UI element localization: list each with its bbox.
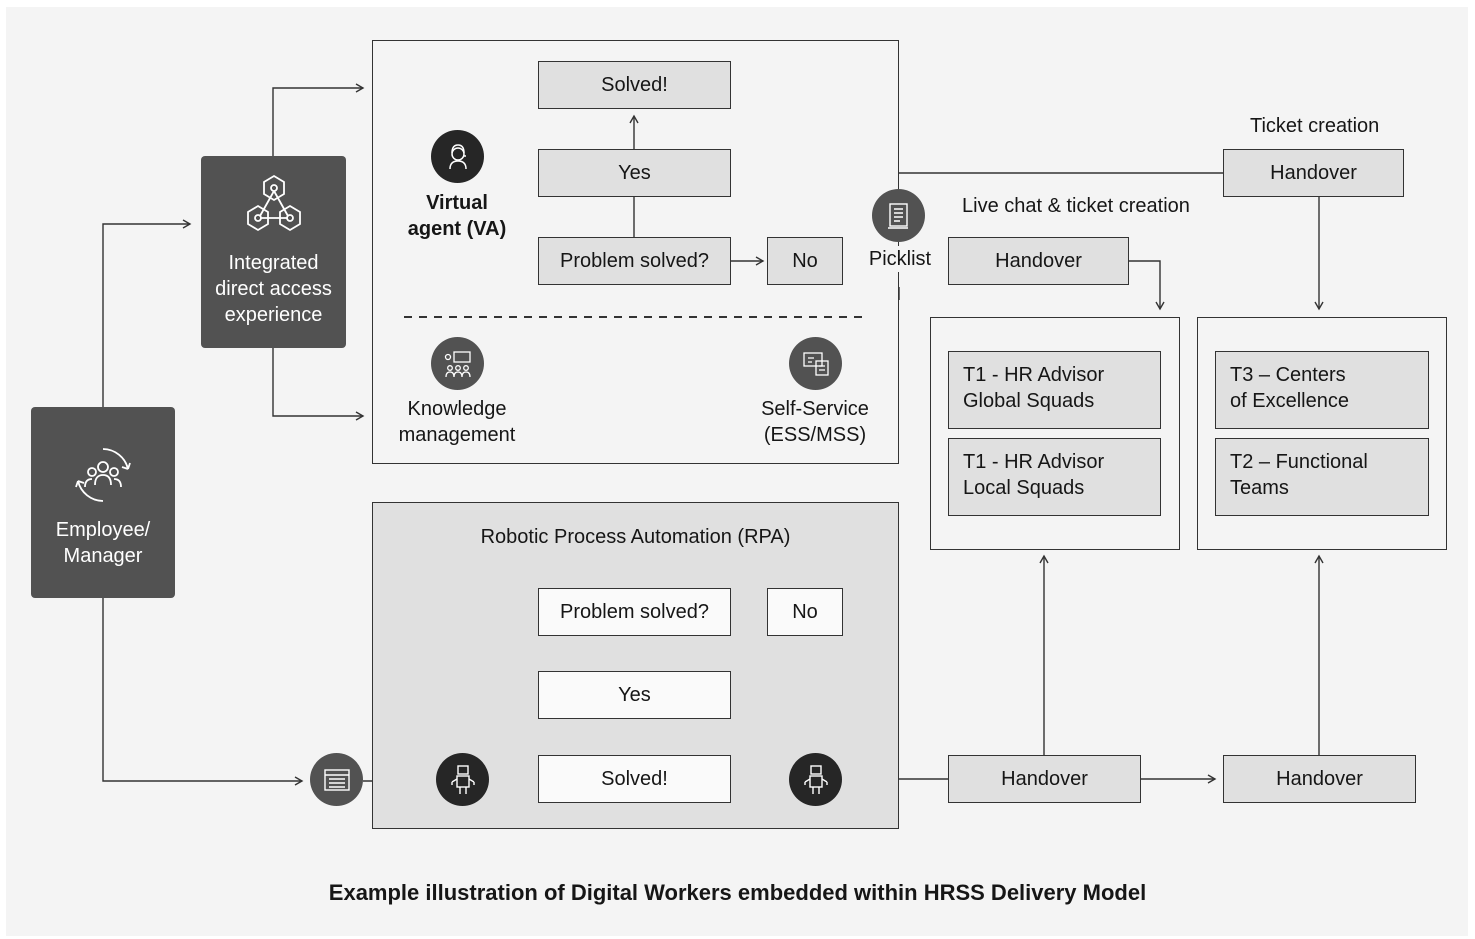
t2-line2: Teams [1230, 477, 1289, 499]
hexagon-network-icon [246, 174, 301, 232]
employee-label-line1: Employee/ [55, 519, 151, 541]
rpa-yes-box: Yes [538, 671, 731, 719]
t2-functional-box: T2 – Functional Teams [1215, 438, 1429, 516]
va-label: Virtual agent (VA) [386, 190, 528, 242]
t1-local-line1: T1 - HR Advisor [963, 451, 1105, 473]
ss-label-line1: Self-Service [761, 398, 869, 420]
ss-label-line2: (ESS/MSS) [763, 424, 867, 446]
t1-local-squads-box: T1 - HR Advisor Local Squads [948, 438, 1161, 516]
integrated-line2: direct access [215, 278, 332, 300]
arrow-integrated-to-km [272, 348, 365, 421]
employee-manager-box: Employee/ Manager [31, 407, 175, 598]
tier23-frame [1197, 317, 1447, 550]
virtual-agent-icon [431, 130, 484, 183]
rpa-title: Robotic Process Automation (RPA) [480, 526, 791, 548]
km-label-line1: Knowledge [407, 398, 507, 420]
picklist-icon [872, 189, 925, 242]
live-chat-handover-box: Handover [948, 237, 1129, 285]
va-no-box: No [767, 237, 843, 285]
ss-label: Self-Service (ESS/MSS) [740, 396, 890, 448]
va-label-line2: agent (VA) [407, 218, 507, 240]
va-yes-box: Yes [538, 149, 731, 197]
integrated-line3: experience [224, 304, 323, 326]
robot-icon [789, 753, 842, 806]
knowledge-management-icon [431, 337, 484, 390]
t3-line1: T3 – Centers [1230, 364, 1346, 386]
integrated-access-box: Integrated direct access experience [201, 156, 346, 348]
t1-global-line2: Global Squads [963, 390, 1095, 412]
ticket-creation-label: Ticket creation [1250, 115, 1380, 137]
integrated-line1: Integrated [228, 252, 319, 274]
diagram-caption: Example illustration of Digital Workers … [328, 880, 1147, 905]
self-service-icon [789, 337, 842, 390]
arrow-integrated-to-va [272, 83, 365, 156]
live-chat-label: Live chat & ticket creation [962, 195, 1190, 217]
document-icon [310, 753, 363, 806]
bottom-handover-2: Handover [1223, 755, 1416, 803]
tier1-frame [930, 317, 1180, 550]
t3-line2: of Excellence [1230, 390, 1349, 412]
t1-global-line1: T1 - HR Advisor [963, 364, 1105, 386]
va-problem-solved-box: Problem solved? [538, 237, 731, 285]
bottom-handover-1: Handover [948, 755, 1141, 803]
va-label-line1: Virtual [426, 192, 488, 214]
t2-line1: T2 – Functional [1230, 451, 1368, 473]
employee-group-icon [75, 448, 131, 502]
robot-icon [436, 753, 489, 806]
t3-centers-box: T3 – Centers of Excellence [1215, 351, 1429, 429]
arrow-employee-to-document [102, 598, 304, 786]
km-label-line2: management [398, 424, 516, 446]
t1-local-line2: Local Squads [963, 477, 1085, 499]
km-label: Knowledge management [386, 396, 528, 448]
rpa-solved-box: Solved! [538, 755, 731, 803]
employee-label-line2: Manager [63, 545, 143, 567]
arrow-employee-to-integrated [102, 219, 192, 407]
ticket-handover-box: Handover [1223, 149, 1404, 197]
t1-global-squads-box: T1 - HR Advisor Global Squads [948, 351, 1161, 429]
arrow-livechat-to-t1 [1129, 260, 1165, 311]
picklist-label: Picklist [858, 246, 942, 272]
rpa-problem-solved-box: Problem solved? [538, 588, 731, 636]
rpa-no-box: No [767, 588, 843, 636]
va-solved-box: Solved! [538, 61, 731, 109]
